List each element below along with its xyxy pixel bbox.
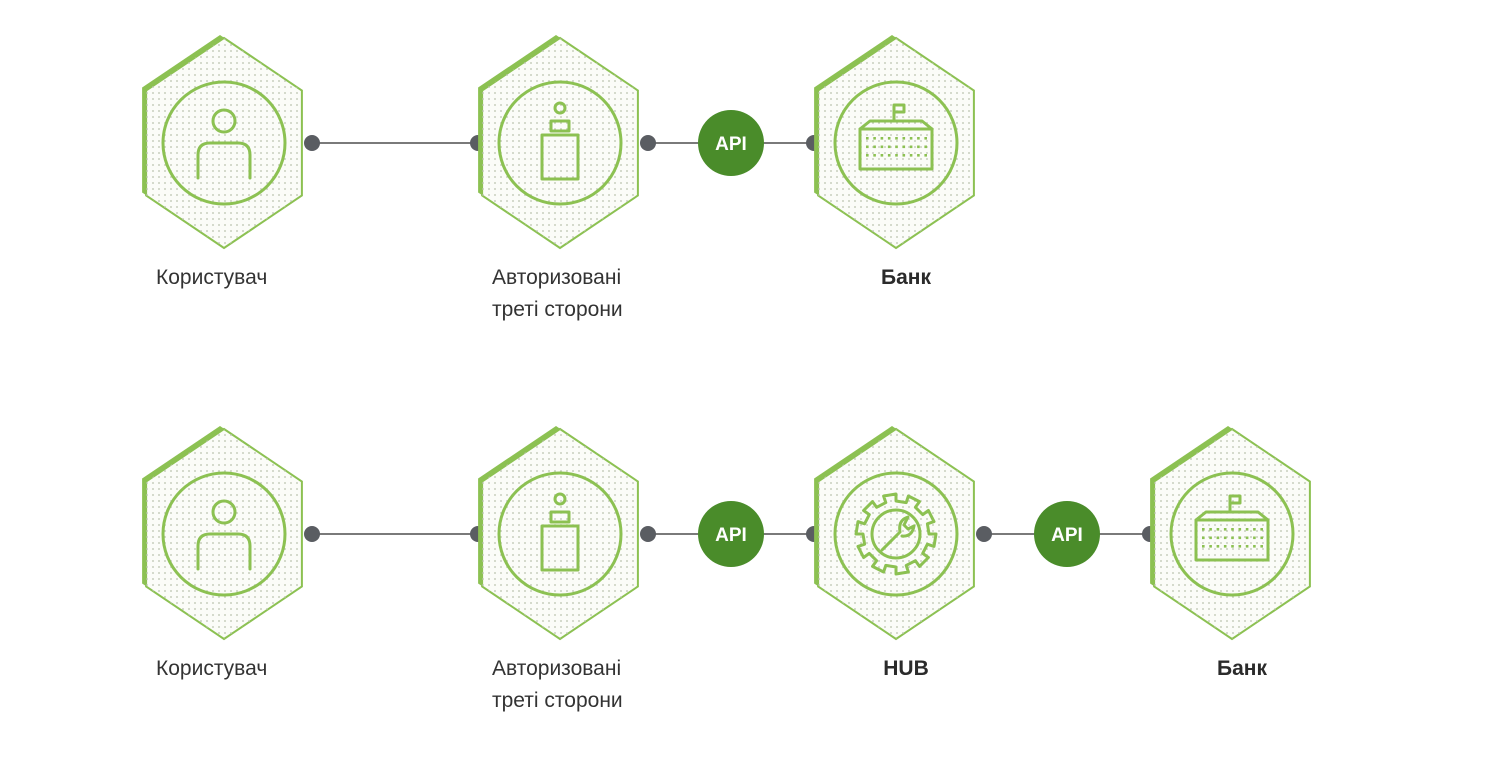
hexagon-dot-texture <box>482 429 638 639</box>
connector: API <box>976 501 1158 567</box>
node-label: треті сторони <box>492 298 623 321</box>
node-label: Авторизовані <box>492 266 621 289</box>
api-badge-label: API <box>1051 525 1083 546</box>
node-user: Користувач <box>142 35 303 289</box>
flow-row-1: API Користувач Авторизовані треті сторони Ба… <box>142 35 975 321</box>
icon-ring <box>1169 471 1295 597</box>
api-badge: API <box>698 110 764 176</box>
node-gear-wrench: HUB <box>814 426 975 680</box>
connector-dot <box>976 526 992 542</box>
third-party-icon <box>540 492 580 572</box>
node-label: Користувач <box>156 266 267 289</box>
connector-dot <box>304 526 320 542</box>
hexagon-dot-texture <box>818 38 974 248</box>
node-label: треті сторони <box>492 689 623 712</box>
connector-dot <box>640 135 656 151</box>
node-label: HUB <box>883 657 929 680</box>
icon-ring <box>497 80 623 206</box>
node-label: Банк <box>881 266 931 289</box>
gear-wrench-icon <box>854 492 938 576</box>
node-label: Банк <box>1217 657 1267 680</box>
connector: API <box>640 501 822 567</box>
hexagon-dot-texture <box>1154 429 1310 639</box>
connector: API <box>640 110 822 176</box>
connector-dot <box>304 135 320 151</box>
api-badge-label: API <box>715 525 747 546</box>
node-bank: Банк <box>1150 426 1311 680</box>
node-third-party: Авторизовані треті сторони <box>478 35 639 321</box>
api-badge-label: API <box>715 134 747 155</box>
user-icon <box>196 108 252 180</box>
icon-ring <box>161 80 287 206</box>
node-third-party: Авторизовані треті сторони <box>478 426 639 712</box>
node-bank: Банк <box>814 35 975 289</box>
api-badge: API <box>698 501 764 567</box>
icon-ring <box>833 80 959 206</box>
icon-ring <box>161 471 287 597</box>
bank-icon <box>858 103 934 171</box>
hexagon-dot-texture <box>482 38 638 248</box>
node-label: Авторизовані <box>492 657 621 680</box>
api-badge: API <box>1034 501 1100 567</box>
connector <box>304 526 486 542</box>
icon-ring <box>497 471 623 597</box>
flow-row-2: API API Користувач Авторизовані треті сторон… <box>142 426 1311 712</box>
node-user: Користувач <box>142 426 303 680</box>
user-icon <box>196 499 252 571</box>
icon-ring <box>833 471 959 597</box>
third-party-icon <box>540 101 580 181</box>
node-label: Користувач <box>156 657 267 680</box>
connector <box>304 135 486 151</box>
connector-dot <box>640 526 656 542</box>
bank-icon <box>1194 494 1270 562</box>
